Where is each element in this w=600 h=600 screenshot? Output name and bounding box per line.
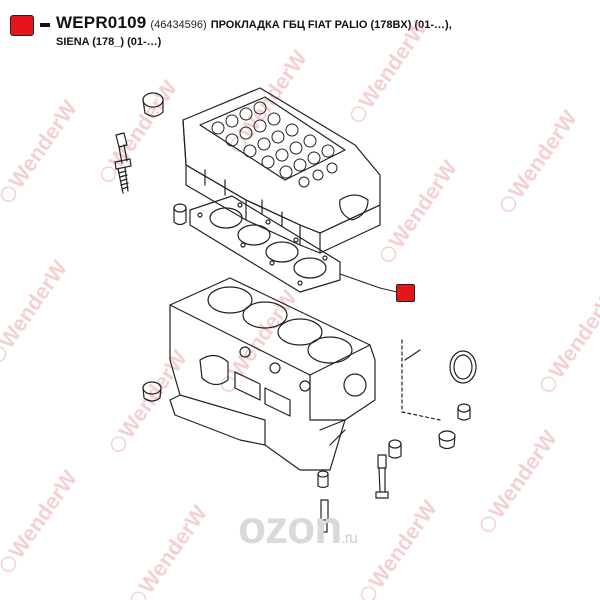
dash-icon	[40, 23, 50, 27]
cap-part	[142, 92, 164, 117]
oem-number: (46434596)	[150, 19, 207, 31]
head-bolt	[114, 132, 132, 194]
ozon-logo: ozon.ru	[238, 500, 358, 554]
red-marker-icon	[10, 15, 34, 36]
cylinder-head	[182, 87, 381, 254]
title-block: WEPR0109(46434596)ПРОКЛАДКА ГБЦ FIAT PAL…	[56, 14, 452, 51]
engine-block	[169, 277, 376, 471]
description-line2: SIENA (178_) (01-…)	[56, 36, 162, 48]
header: WEPR0109(46434596)ПРОКЛАДКА ГБЦ FIAT PAL…	[10, 14, 592, 51]
part-code: WEPR0109	[56, 13, 147, 32]
logo-suffix: .ru	[341, 530, 358, 547]
head-gasket	[189, 195, 341, 293]
callout-marker-icon	[396, 284, 415, 302]
dowel-part	[173, 203, 187, 226]
logo-main: ozon	[238, 501, 342, 553]
description-line1: ПРОКЛАДКА ГБЦ FIAT PALIO (178BX) (01-…),	[210, 19, 452, 31]
side-parts	[142, 339, 477, 533]
